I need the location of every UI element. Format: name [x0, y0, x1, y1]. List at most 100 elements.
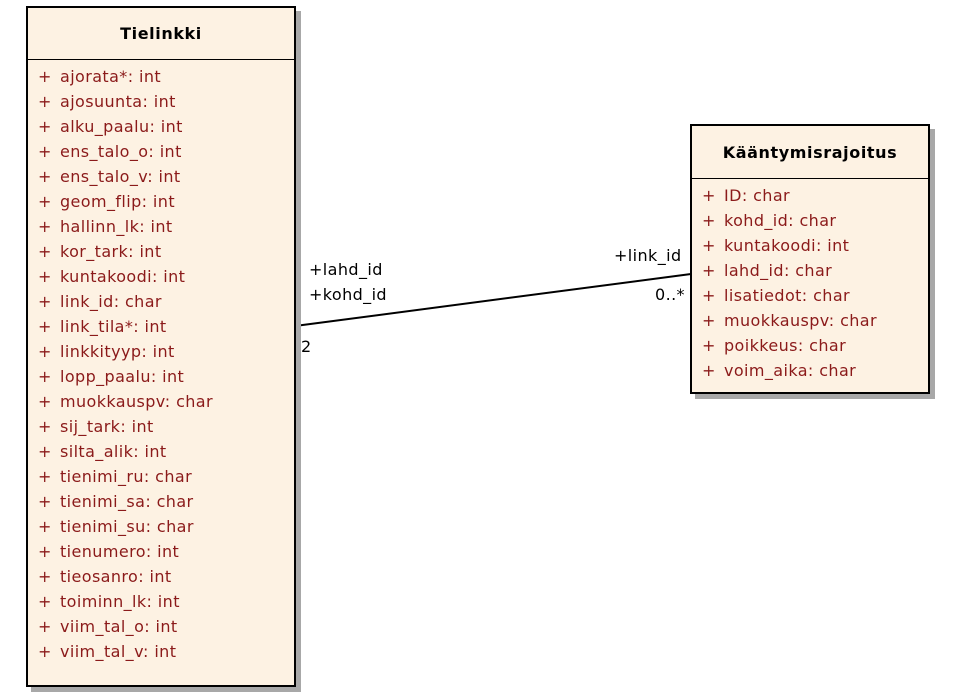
attribute-row[interactable]: + lisatiedot: char — [692, 283, 928, 308]
class-name-tielinkki: Tielinkki — [28, 8, 294, 60]
attribute-row[interactable]: + link_tila*: int — [28, 314, 294, 339]
attribute-row[interactable]: + kohd_id: char — [692, 208, 928, 233]
attribute-row[interactable]: + silta_alik: int — [28, 439, 294, 464]
attribute-visibility: + — [38, 392, 52, 411]
attribute-visibility: + — [702, 261, 716, 280]
attribute-text: tienimi_sa: char — [60, 492, 194, 511]
source-role-lahd-id: +lahd_id — [309, 260, 383, 279]
attribute-row[interactable]: + lopp_paalu: int — [28, 364, 294, 389]
attribute-row[interactable]: +voim_aika: char — [692, 358, 928, 383]
attribute-visibility: + — [38, 517, 52, 536]
attribute-row[interactable]: + tienimi_ru: char — [28, 464, 294, 489]
attribute-visibility: + — [38, 492, 52, 511]
attribute-row[interactable]: + viim_tal_v: int — [28, 639, 294, 664]
attribute-row[interactable]: + kor_tark: int — [28, 239, 294, 264]
attribute-visibility: + — [38, 467, 52, 486]
attribute-text: link_id: char — [60, 292, 162, 311]
attribute-visibility: + — [38, 242, 52, 261]
attribute-row[interactable]: + muokkauspv: char — [28, 389, 294, 414]
attribute-row[interactable]: + alku_paalu: int — [28, 114, 294, 139]
attribute-row[interactable]: +sij_tark: int — [28, 414, 294, 439]
attribute-row[interactable]: + lahd_id: char — [692, 258, 928, 283]
attribute-row[interactable]: + viim_tal_o: int — [28, 614, 294, 639]
attribute-visibility: + — [38, 117, 52, 136]
attribute-visibility: + — [702, 286, 716, 305]
attribute-visibility: + — [38, 67, 52, 86]
attribute-visibility: + — [38, 217, 52, 236]
attribute-visibility: + — [702, 236, 716, 255]
attribute-text: alku_paalu: int — [60, 117, 183, 136]
source-role-kohd-id: +kohd_id — [309, 285, 387, 304]
attribute-visibility: + — [702, 311, 716, 330]
attribute-text: geom_flip: int — [60, 192, 175, 211]
attribute-visibility: + — [38, 542, 52, 561]
class-name-kaantymisrajoitus: Kääntymisrajoitus — [692, 126, 928, 179]
class-kaantymisrajoitus[interactable]: Kääntymisrajoitus + ID: char + kohd_id: cha… — [690, 124, 930, 394]
attribute-text: lahd_id: char — [724, 261, 833, 280]
attribute-text: toiminn_lk: int — [60, 592, 180, 611]
attribute-visibility: + — [38, 317, 52, 336]
attribute-row[interactable]: + link_id: char — [28, 289, 294, 314]
attribute-text: poikkeus: char — [724, 336, 847, 355]
attribute-row[interactable]: + ajosuunta: int — [28, 89, 294, 114]
attribute-visibility: + — [702, 186, 716, 205]
attribute-text: viim_tal_o: int — [60, 617, 178, 636]
attribute-visibility: + — [702, 211, 716, 230]
attribute-row[interactable]: + muokkauspv: char — [692, 308, 928, 333]
attribute-text: lisatiedot: char — [724, 286, 851, 305]
source-multiplicity: 2 — [301, 337, 312, 356]
attribute-row[interactable]: + ajorata*: int — [28, 64, 294, 89]
attribute-text: lopp_paalu: int — [60, 367, 185, 386]
attribute-text: tienumero: int — [60, 542, 180, 561]
attribute-visibility: + — [702, 361, 716, 380]
attribute-text: ID: char — [724, 186, 791, 205]
attribute-text: tienimi_ru: char — [60, 467, 193, 486]
attribute-list-kaantymisrajoitus: +ID: char+kohd_id: char+kuntakoodi: int+… — [692, 179, 928, 383]
attribute-row[interactable]: + kuntakoodi: int — [28, 264, 294, 289]
attribute-row[interactable]: + tienimi_su: char — [28, 514, 294, 539]
target-role-link-id: +link_id — [614, 246, 682, 265]
attribute-text: kor_tark: int — [60, 242, 162, 261]
attribute-text: silta_alik: int — [60, 442, 167, 461]
attribute-text: kuntakoodi: int — [724, 236, 850, 255]
attribute-row[interactable]: + linkkityyp: int — [28, 339, 294, 364]
class-tielinkki[interactable]: Tielinkki +ajorata*: int+ajosuunta: int+… — [26, 6, 296, 687]
attribute-visibility: + — [38, 267, 52, 286]
attribute-visibility: + — [38, 592, 52, 611]
attribute-row[interactable]: + tienimi_sa: char — [28, 489, 294, 514]
attribute-text: ajosuunta: int — [60, 92, 176, 111]
attribute-visibility: + — [38, 417, 52, 436]
attribute-row[interactable]: +geom_flip: int — [28, 189, 294, 214]
attribute-text: tieosanro: int — [60, 567, 172, 586]
attribute-row[interactable]: + tienumero: int — [28, 539, 294, 564]
attribute-row[interactable]: +ens_talo_o: int — [28, 139, 294, 164]
attribute-list-tielinkki: + ajorata*: int + ajosuunta: int + alku_paalu… — [28, 60, 294, 664]
attribute-visibility: + — [38, 92, 52, 111]
attribute-text: kohd_id: char — [724, 211, 837, 230]
attribute-visibility: + — [38, 617, 52, 636]
attribute-row[interactable]: + toiminn_lk: int — [28, 589, 294, 614]
attribute-text: muokkauspv: char — [60, 392, 213, 411]
attribute-text: linkkityyp: int — [60, 342, 175, 361]
attribute-text: link_tila*: int — [60, 317, 167, 336]
target-multiplicity: 0..* — [655, 285, 685, 304]
attribute-row[interactable]: +ens_talo_v: int — [28, 164, 294, 189]
attribute-row[interactable]: + tieosanro: int — [28, 564, 294, 589]
attribute-visibility: + — [38, 442, 52, 461]
attribute-visibility: + — [38, 567, 52, 586]
attribute-visibility: + — [38, 367, 52, 386]
attribute-text: ajorata*: int — [60, 67, 162, 86]
attribute-row[interactable]: + ID: char — [692, 183, 928, 208]
attribute-row[interactable]: + kuntakoodi: int — [692, 233, 928, 258]
attribute-row[interactable]: +hallinn_lk: int — [28, 214, 294, 239]
attribute-visibility: + — [38, 292, 52, 311]
attribute-visibility: + — [702, 336, 716, 355]
attribute-text: kuntakoodi: int — [60, 267, 186, 286]
attribute-visibility: + — [38, 342, 52, 361]
attribute-visibility: + — [38, 642, 52, 661]
attribute-row[interactable]: + poikkeus: char — [692, 333, 928, 358]
attribute-text: viim_tal_v: int — [60, 642, 177, 661]
attribute-text: tienimi_su: char — [60, 517, 194, 536]
attribute-text: muokkauspv: char — [724, 311, 877, 330]
